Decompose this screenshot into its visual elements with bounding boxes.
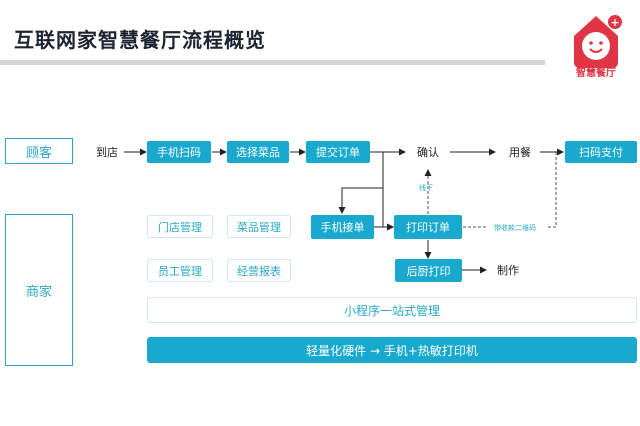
step-dine: 用餐 bbox=[509, 146, 531, 159]
staff-management: 员工管理 bbox=[147, 259, 213, 282]
dish-management: 菜品管理 bbox=[227, 215, 291, 238]
logo-plus: + bbox=[610, 16, 619, 29]
step-submit-order: 提交订单 bbox=[306, 141, 370, 163]
step-phone-receive-order: 手机接单 bbox=[311, 215, 374, 239]
step-print-order: 打印订单 bbox=[394, 215, 462, 239]
step-confirm: 确认 bbox=[417, 146, 439, 159]
customer-lane: 顾客 bbox=[5, 138, 73, 164]
hardware-banner: 轻量化硬件 → 手机+热敏打印机 bbox=[147, 337, 637, 363]
title-divider bbox=[0, 60, 545, 65]
restaurant-logo-icon: + bbox=[574, 15, 622, 68]
logo-text: 智慧餐厅 bbox=[576, 68, 616, 79]
step-kitchen-print: 后厨打印 bbox=[395, 259, 462, 282]
page-title: 互联网家智慧餐厅流程概览 bbox=[14, 28, 266, 52]
step-choose-dishes: 选择菜品 bbox=[227, 141, 289, 163]
business-reports: 经营报表 bbox=[227, 259, 291, 282]
offline-label: 线下 bbox=[419, 184, 433, 192]
mini-program-banner: 小程序一站式管理 bbox=[147, 297, 637, 323]
step-scan-pay: 扫码支付 bbox=[565, 141, 637, 163]
step-make: 制作 bbox=[497, 264, 519, 277]
qr-payment-note: 带收款二维码 bbox=[494, 224, 536, 232]
step-arrive: 到店 bbox=[96, 146, 118, 159]
store-management: 门店管理 bbox=[147, 215, 213, 238]
merchant-lane: 商家 bbox=[5, 214, 73, 366]
step-scan-code: 手机扫码 bbox=[147, 141, 211, 163]
